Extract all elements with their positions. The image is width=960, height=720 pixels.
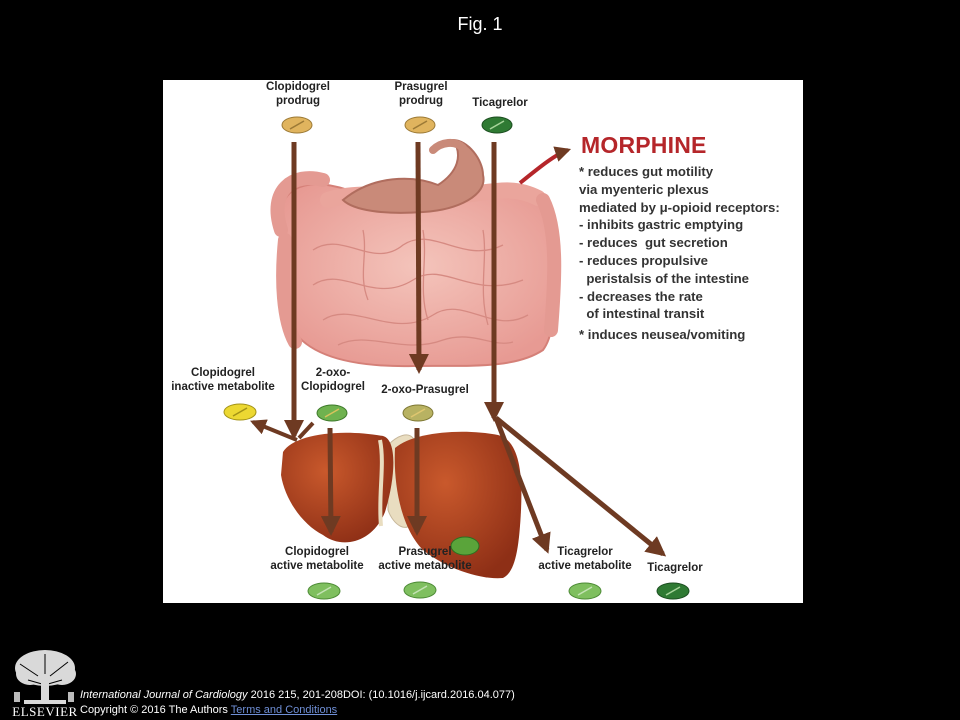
morphine-title: MORPHINE <box>581 132 707 158</box>
pill-2-oxo-prasugrel <box>402 404 434 422</box>
pill-clopidogrel-inactive <box>223 403 257 421</box>
elsevier-tree-logo <box>8 646 82 710</box>
morphine-effect-line: - reduces gut secretion <box>579 235 728 251</box>
citation-details: 2016 215, 201-208DOI: (10.1016/j.ijcard.… <box>247 689 515 701</box>
pill-ticagrelor-bottom <box>656 582 690 600</box>
pill-prasugrel-prodrug <box>404 116 436 134</box>
morphine-effect-line: peristalsis of the intestine <box>579 270 750 286</box>
morphine-effects-box: MORPHINE * reduces gut motility via myent… <box>579 132 803 344</box>
pill-clopidogrel-active <box>307 582 341 600</box>
morphine-effect-line: * reduces gut motility <box>579 164 714 179</box>
pill-2-oxo-clopidogrel <box>316 404 348 422</box>
morphine-effect-line: via myenteric plexus <box>579 181 709 197</box>
label-ticagrelor-bottom: Ticagrelor <box>647 562 703 574</box>
pill-clopidogrel-prodrug <box>281 116 313 134</box>
morphine-effects-list: * reduces gut motility via myenteric plex… <box>579 163 803 344</box>
pathway-arrows <box>250 141 667 557</box>
elsevier-logo-text: ELSEVIER <box>12 704 78 719</box>
slide-title: Fig. 1 <box>457 14 503 34</box>
label-prasugrel-prodrug: Prasugrel prodrug <box>394 81 448 107</box>
morphine-effect-line: - decreases the rate <box>579 288 703 304</box>
label-ticagrelor-active: Ticagrelor active metabolite <box>538 546 632 572</box>
label-2-oxo-clopidogrel: 2-oxo- Clopidogrel <box>301 367 365 393</box>
liver-illustration <box>281 431 522 579</box>
morphine-effect-line: * induces neusea/vomiting <box>579 327 746 343</box>
citation-line: International Journal of Cardiology 2016… <box>80 688 515 703</box>
label-clopidogrel-prodrug: Clopidogrel prodrug <box>266 81 330 107</box>
pill-ticagrelor-active <box>568 582 602 600</box>
citation-footer: International Journal of Cardiology 2016… <box>80 688 515 718</box>
label-clopidogrel-inactive: Clopidogrel inactive metabolite <box>171 367 275 393</box>
label-ticagrelor-top: Ticagrelor <box>472 97 528 109</box>
copyright-line: Copyright © 2016 The Authors Terms and C… <box>80 703 515 718</box>
pill-ticagrelor-top <box>481 116 513 134</box>
morphine-effect-line: of intestinal transit <box>579 306 705 322</box>
morphine-effect-line: - reduces propulsive <box>579 252 708 268</box>
label-clopidogrel-active: Clopidogrel active metabolite <box>270 546 364 572</box>
terms-and-conditions-link[interactable]: Terms and Conditions <box>230 704 338 716</box>
figure-panel: Clopidogrel prodrug Prasugrel prodrug Ti… <box>163 80 803 603</box>
pill-prasugrel-active <box>403 581 437 599</box>
pathway-diagram <box>223 116 690 600</box>
morphine-effect-line: - inhibits gastric emptying <box>579 217 744 233</box>
label-2-oxo-prasugrel: 2-oxo-Prasugrel <box>381 384 469 396</box>
journal-name: International Journal of Cardiology <box>80 689 248 701</box>
copyright-text: Copyright © 2016 The Authors <box>80 704 228 716</box>
morphine-effect-line: mediated by μ-opioid receptors: <box>579 199 780 215</box>
label-prasugrel-active: Prasugrel active metabolite <box>378 546 472 572</box>
